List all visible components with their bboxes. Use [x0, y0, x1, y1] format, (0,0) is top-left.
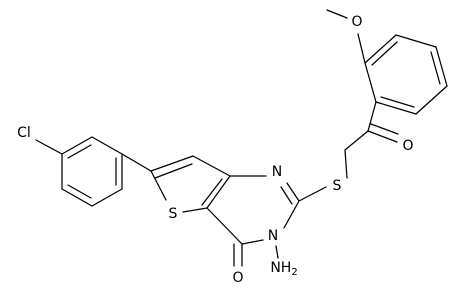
atom-cl: Cl [17, 125, 31, 141]
bond-c-s [298, 186, 327, 202]
atom-n-upper: N [272, 164, 282, 180]
bond [67, 184, 92, 199]
bond [67, 144, 92, 159]
atom-o-methoxy: O [351, 14, 362, 30]
bond [283, 200, 300, 229]
bond [150, 170, 167, 201]
bond [241, 239, 264, 245]
bond [192, 155, 231, 177]
bond [430, 51, 441, 85]
bond [286, 182, 300, 202]
bond-fused-inner [201, 178, 223, 206]
bond [61, 188, 93, 207]
atom-nh2: NH2 [270, 260, 297, 278]
bond [435, 46, 448, 87]
bond-co-ketone [367, 130, 398, 143]
pyrimidinone-ring [206, 175, 300, 245]
bond-n-nh2 [275, 245, 279, 259]
bond [375, 101, 417, 115]
bond [415, 85, 448, 115]
bond-c-o-methoxy [357, 33, 366, 64]
atom-o-ring: O [232, 270, 243, 286]
bond [182, 207, 208, 213]
bond-o-ch3 [326, 9, 348, 19]
bond-co-aryl [367, 101, 377, 132]
bond [61, 136, 93, 155]
bond-fused [206, 175, 231, 209]
bond-c-cl [35, 139, 63, 155]
chlorophenyl-ring [61, 136, 123, 207]
bond [380, 96, 415, 108]
atom-n-lower: N [268, 228, 278, 244]
bond [91, 188, 123, 207]
methoxyphenyl-ring [364, 34, 448, 115]
bond [154, 163, 193, 179]
bond [150, 155, 194, 172]
bond [91, 136, 123, 155]
thiophene-ring [150, 155, 231, 213]
bond [280, 186, 293, 205]
bond [364, 62, 377, 103]
bond [371, 41, 398, 66]
bond-ch2-co [344, 130, 369, 151]
bond [395, 34, 437, 48]
atom-o-ketone: O [402, 138, 413, 154]
bond-aryl-thiophene [121, 153, 152, 172]
bond [206, 207, 243, 245]
bond-co-ketone-inner [370, 123, 399, 135]
atom-s-thiophene: S [169, 206, 178, 222]
atom-s-thioether: S [333, 178, 342, 194]
bond-s-ch2 [344, 149, 348, 179]
bond [364, 34, 397, 64]
